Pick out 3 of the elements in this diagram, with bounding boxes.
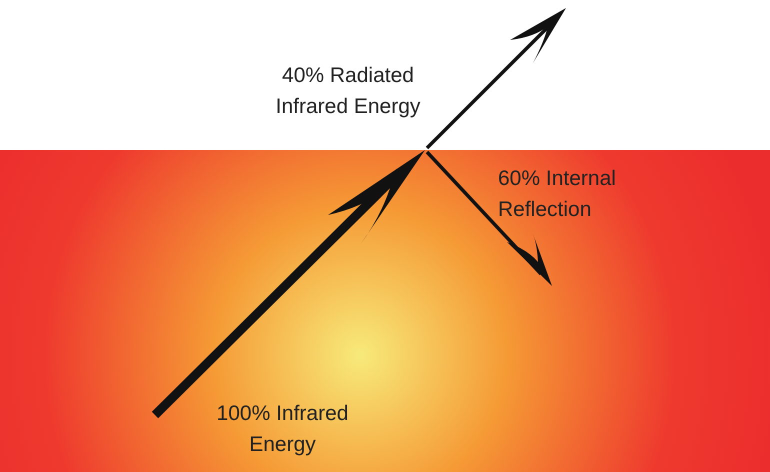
energy-label: 40% Radiated Infrared Energy xyxy=(274,63,422,120)
energy-label: 100% Infrared Energy xyxy=(216,401,350,458)
energy-label: 60% Internal Reflection xyxy=(498,166,617,223)
